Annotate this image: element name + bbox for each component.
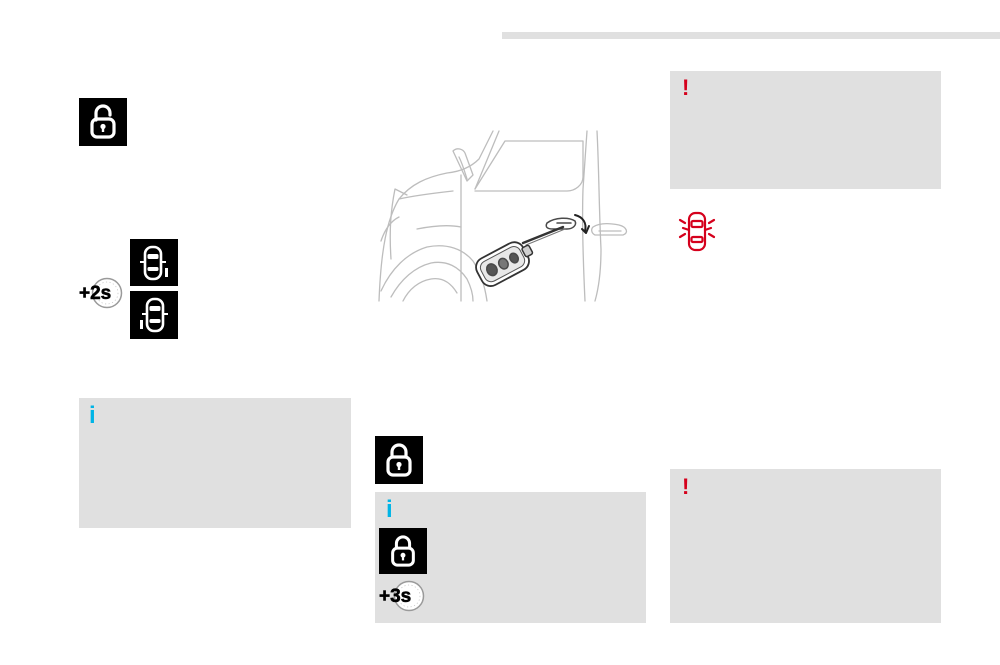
all-doors-unlock-tile <box>130 291 178 339</box>
padlock-closed-icon <box>386 443 412 477</box>
padlock-open-icon <box>90 104 116 139</box>
warning-box-bottom: ! <box>670 469 941 623</box>
timer-badge-3s: +3s <box>379 579 429 613</box>
stopwatch-icon <box>91 277 123 309</box>
warning-mark: ! <box>682 474 690 499</box>
info-mark: i <box>386 496 393 523</box>
info-box-middle: i +3s <box>375 492 646 623</box>
driver-door-unlock-tile <box>130 239 178 286</box>
car-alarm-icon <box>678 211 716 252</box>
timer-badge-label: +2s <box>79 282 112 304</box>
stopwatch-icon <box>393 580 425 612</box>
lock-tile <box>375 436 423 484</box>
warning-box-top: ! <box>670 71 941 189</box>
info-box-left: i <box>79 398 351 528</box>
top-rule <box>502 32 1000 39</box>
lock-tile-small <box>379 528 427 574</box>
info-mark: i <box>89 402 96 429</box>
padlock-closed-icon <box>391 535 415 567</box>
car-driver-door-icon <box>140 245 168 280</box>
unlock-tile <box>79 98 127 146</box>
timer-badge-2s: +2s <box>79 276 127 310</box>
car-all-doors-icon <box>140 297 168 333</box>
warning-mark: ! <box>682 75 690 100</box>
timer-badge-label: +3s <box>379 585 412 607</box>
key-in-door-lock-illustration <box>378 130 628 302</box>
